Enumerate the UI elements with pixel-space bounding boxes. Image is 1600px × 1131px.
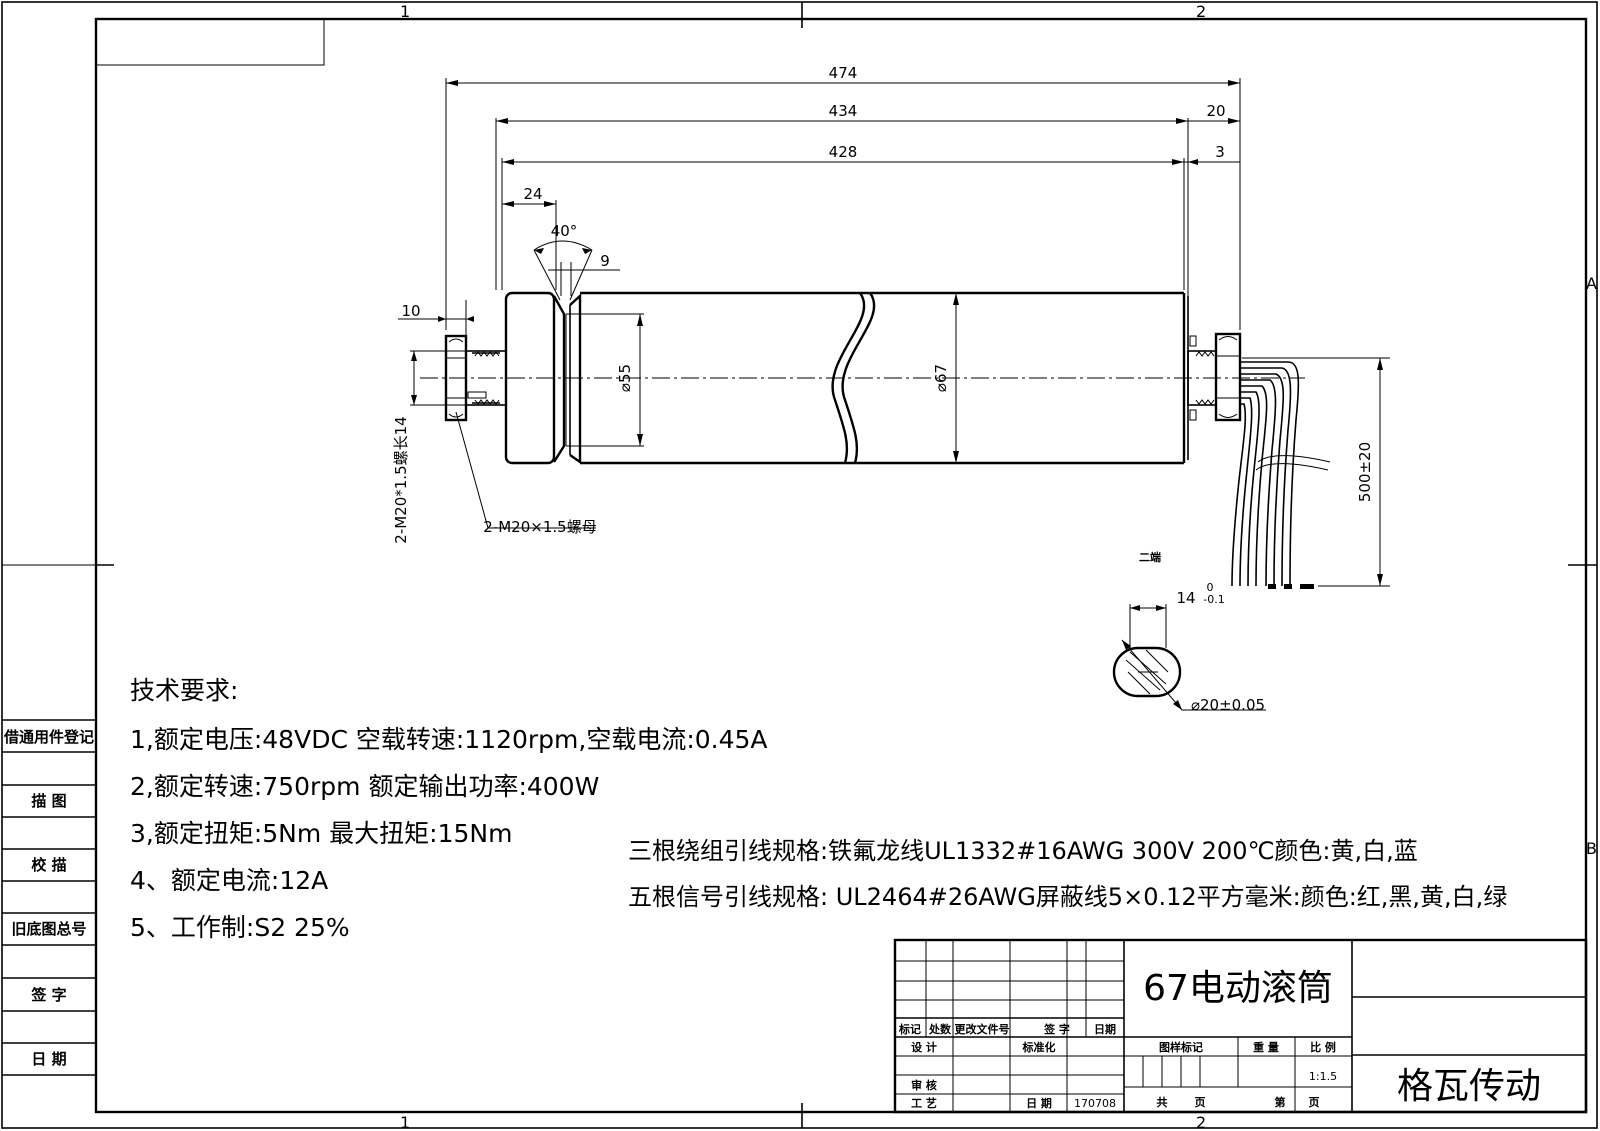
date-value: 170708 [1074, 1097, 1116, 1110]
dim-shaft-extension: 20 [1206, 102, 1225, 120]
label-sheet-number: 第 [1275, 1095, 1286, 1109]
dim-thread-spec: 2-M20*1.5螺长14 [392, 416, 410, 543]
dim-nut-width: 10 [401, 302, 420, 320]
dim-groove-offset: 24 [523, 185, 542, 203]
zone-col-1-top: 1 [400, 2, 410, 21]
dim-lead-length: 500±20 [1356, 442, 1374, 502]
label-date: 日 期 [1026, 1096, 1052, 1110]
label-review: 审 核 [911, 1078, 937, 1092]
side-label-registration: 借通用件登记 [3, 728, 94, 746]
side-label-signature: 签 字 [30, 986, 66, 1004]
dim-flat-tol-lower: -0.1 [1203, 593, 1224, 606]
requirement-2: 2,额定转速:750rpm 额定输出功率:400W [130, 772, 599, 801]
rev-header-date: 日期 [1094, 1022, 1116, 1036]
zone-col-2-bottom: 2 [1196, 1113, 1206, 1131]
lead-spec-winding: 三根绕组引线规格:铁氟龙线UL1332#16AWG 300V 200℃颜色:黄,… [628, 837, 1418, 865]
dim-groove-width: 9 [600, 252, 610, 270]
side-label-trace: 描 图 [31, 792, 66, 810]
dim-tube-span: 434 [829, 102, 858, 120]
label-process: 工 艺 [911, 1096, 937, 1110]
label-sheet: 页 [1309, 1096, 1320, 1109]
company-name: 格瓦传动 [1397, 1066, 1541, 1107]
dimension-lines [398, 78, 1390, 711]
side-panel [2, 719, 96, 1076]
dim-groove-diameter: ⌀55 [616, 364, 634, 392]
rev-header-mark: 标记 [898, 1022, 921, 1036]
label-total: 共 [1157, 1095, 1168, 1109]
dim-gap: 3 [1215, 143, 1225, 161]
roller-drawing [420, 291, 1331, 698]
label-weight: 重 量 [1253, 1040, 1279, 1054]
label-scale: 比 例 [1310, 1040, 1336, 1054]
label-both-ends: 二端 [1139, 550, 1161, 564]
requirement-1: 1,额定电压:48VDC 空载转速:1120rpm,空载电流:0.45A [130, 725, 768, 754]
dim-tube-length: 428 [829, 143, 858, 161]
zone-row-b: B [1586, 839, 1597, 858]
dim-flat-tol-upper: 0 [1207, 581, 1214, 594]
dim-overall-length: 474 [829, 64, 858, 82]
side-label-date: 日 期 [31, 1050, 66, 1068]
lead-spec-signal: 五根信号引线规格: UL2464#26AWG屏蔽线5×0.12平方毫米:颜色:红… [628, 883, 1507, 911]
rev-header-count: 处数 [928, 1022, 952, 1036]
dim-flat-width: 14 [1176, 589, 1195, 607]
requirement-3: 3,额定扭矩:5Nm 最大扭矩:15Nm [130, 819, 512, 848]
dim-shaft-diameter: ⌀20±0.05 [1191, 696, 1265, 714]
rev-header-sign: 签 字 [1043, 1022, 1070, 1036]
drawing-title: 67电动滚筒 [1143, 968, 1333, 1009]
label-sample-mark: 图样标记 [1159, 1040, 1203, 1054]
dim-tube-diameter: ⌀67 [932, 364, 950, 392]
requirement-5: 5、工作制:S2 25% [130, 913, 350, 942]
dim-groove-angle: 40° [551, 222, 578, 240]
label-total-sheets: 页 [1195, 1096, 1206, 1109]
rev-header-file: 更改文件号 [955, 1022, 1010, 1036]
scale-value: 1:1.5 [1309, 1070, 1337, 1083]
zone-row-a: A [1586, 274, 1597, 293]
side-label-archive-no: 旧底图总号 [11, 920, 86, 938]
dim-nut-spec: 2-M20×1.5螺母 [483, 518, 596, 536]
zone-col-1-bottom: 1 [400, 1113, 410, 1131]
label-design: 设 计 [911, 1040, 937, 1054]
zone-col-2-top: 2 [1196, 2, 1206, 21]
requirements-heading: 技术要求: [130, 676, 238, 705]
requirement-4: 4、额定电流:12A [130, 866, 328, 895]
title-block [893, 938, 1588, 1114]
label-standardize: 标准化 [1022, 1040, 1056, 1054]
side-label-check: 校 描 [31, 856, 66, 874]
